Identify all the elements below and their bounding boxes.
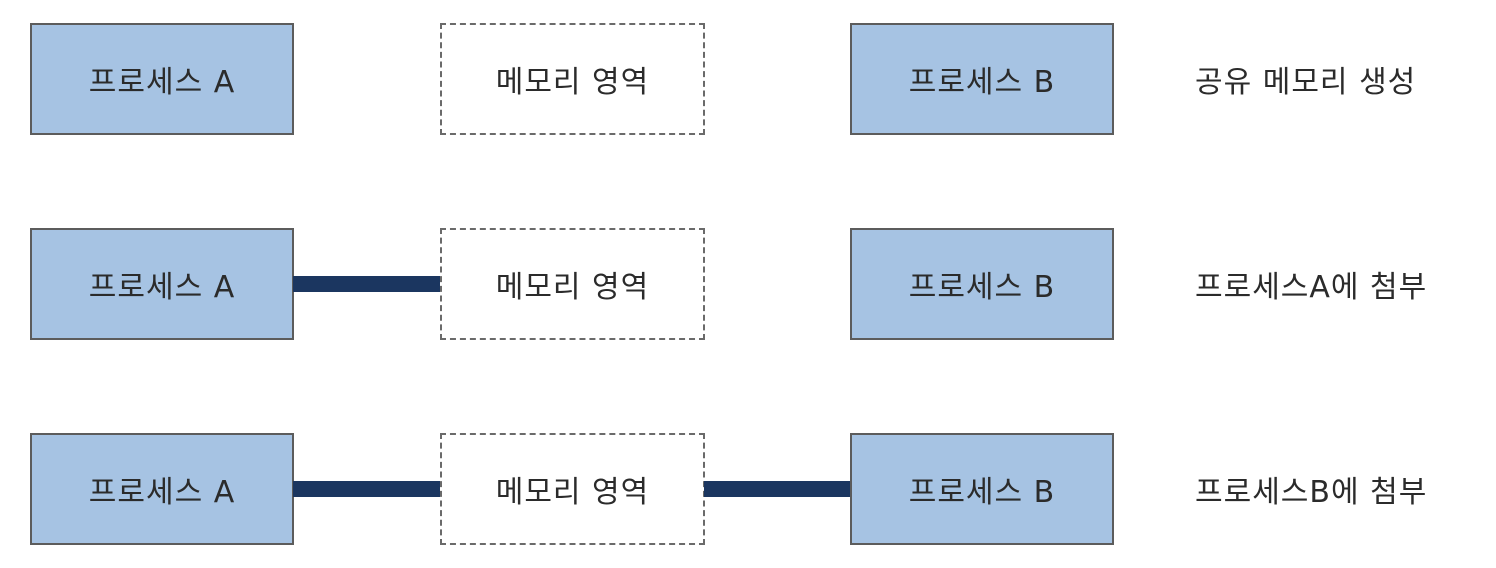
- step-caption: 공유 메모리 생성: [1195, 65, 1417, 100]
- connector-process-a-memory: [293, 481, 442, 497]
- step-row-attach-b: 프로세스 A 메모리 영역 프로세스 B 프로세스B에 첨부: [0, 433, 1496, 545]
- connector-process-a-memory: [293, 276, 442, 292]
- memory-region-box: 메모리 영역: [440, 228, 705, 340]
- process-a-box: 프로세스 A: [30, 228, 294, 340]
- step-row-attach-a: 프로세스 A 메모리 영역 프로세스 B 프로세스A에 첨부: [0, 228, 1496, 340]
- process-a-box: 프로세스 A: [30, 433, 294, 545]
- process-a-label: 프로세스 A: [88, 475, 236, 510]
- process-b-box: 프로세스 B: [850, 23, 1114, 135]
- process-b-label: 프로세스 B: [908, 65, 1056, 100]
- process-b-label: 프로세스 B: [908, 270, 1056, 305]
- memory-region-box: 메모리 영역: [440, 23, 705, 135]
- memory-region-label: 메모리 영역: [495, 65, 650, 100]
- process-a-label: 프로세스 A: [88, 270, 236, 305]
- process-b-box: 프로세스 B: [850, 433, 1114, 545]
- process-a-box: 프로세스 A: [30, 23, 294, 135]
- memory-region-label: 메모리 영역: [495, 270, 650, 305]
- process-b-box: 프로세스 B: [850, 228, 1114, 340]
- memory-region-box: 메모리 영역: [440, 433, 705, 545]
- process-a-label: 프로세스 A: [88, 65, 236, 100]
- step-caption: 프로세스B에 첨부: [1195, 475, 1428, 510]
- step-caption: 프로세스A에 첨부: [1195, 270, 1428, 305]
- connector-memory-process-b: [704, 481, 852, 497]
- process-b-label: 프로세스 B: [908, 475, 1056, 510]
- step-row-create: 프로세스 A 메모리 영역 프로세스 B 공유 메모리 생성: [0, 23, 1496, 135]
- memory-region-label: 메모리 영역: [495, 475, 650, 510]
